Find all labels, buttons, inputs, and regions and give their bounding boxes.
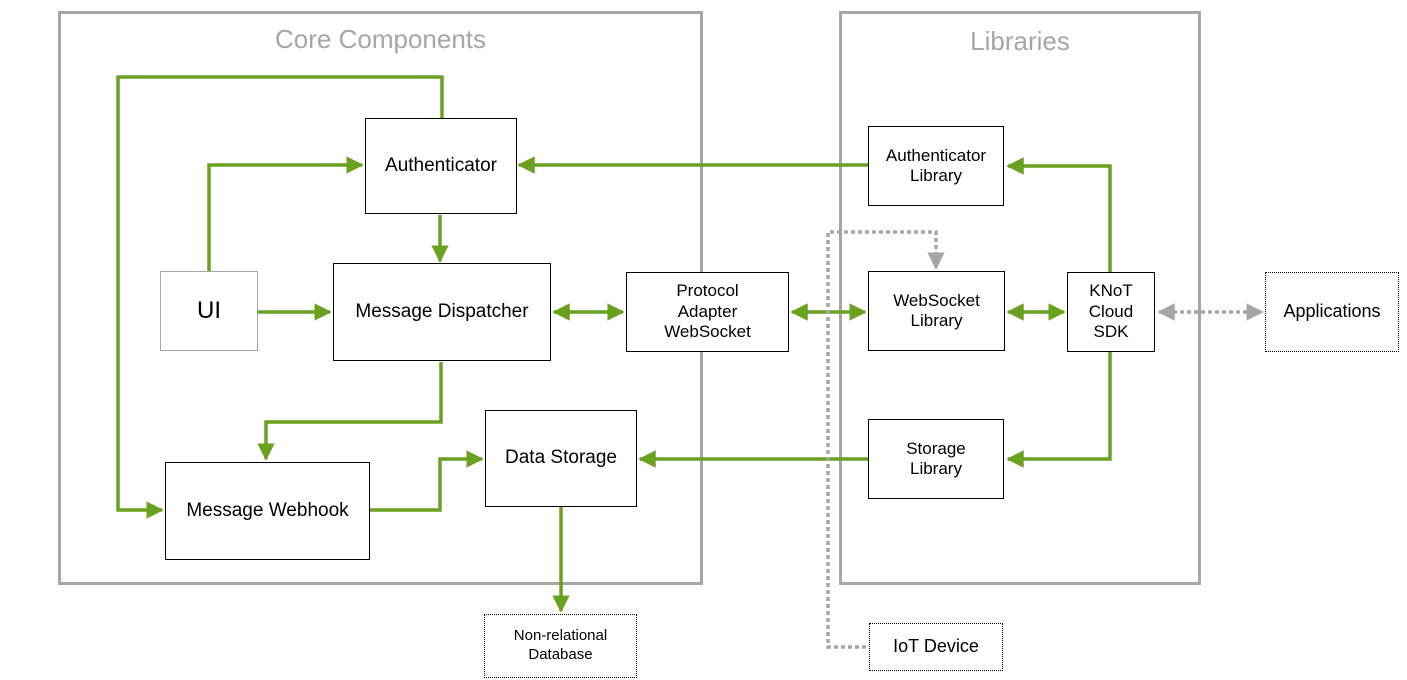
- edge-message-dispatcher-to-message-webhook: [257, 362, 443, 461]
- edge-sdk-to-storage-library: [1006, 351, 1112, 468]
- knot-cloud-sdk-node: KNoT Cloud SDK: [1067, 272, 1155, 352]
- websocket-library-node: WebSocket Library: [868, 271, 1005, 351]
- message-dispatcher-node: Message Dispatcher: [333, 263, 551, 361]
- core-components-title: Core Components: [275, 24, 486, 54]
- edge-sdk-to-authenticator-library: [1006, 157, 1112, 272]
- edge-message-webhook-to-data-storage: [370, 450, 484, 512]
- ui-node: UI: [160, 271, 258, 351]
- libraries-group: Libraries: [839, 11, 1201, 585]
- authenticator-node: Authenticator: [365, 118, 517, 214]
- applications-node: Applications: [1265, 272, 1399, 352]
- protocol-adapter-websocket-node: Protocol Adapter WebSocket: [626, 272, 789, 352]
- libraries-title: Libraries: [970, 26, 1070, 56]
- iot-device-node: IoT Device: [869, 623, 1003, 671]
- edge-authenticator-to-message-webhook: [116, 75, 444, 519]
- storage-library-node: Storage Library: [868, 419, 1004, 499]
- data-storage-node: Data Storage: [485, 410, 637, 507]
- non-relational-database-node: Non-relational Database: [484, 614, 637, 678]
- authenticator-library-node: Authenticator Library: [868, 126, 1004, 206]
- edge-ui-to-authenticator: [207, 156, 364, 271]
- message-webhook-node: Message Webhook: [165, 462, 370, 560]
